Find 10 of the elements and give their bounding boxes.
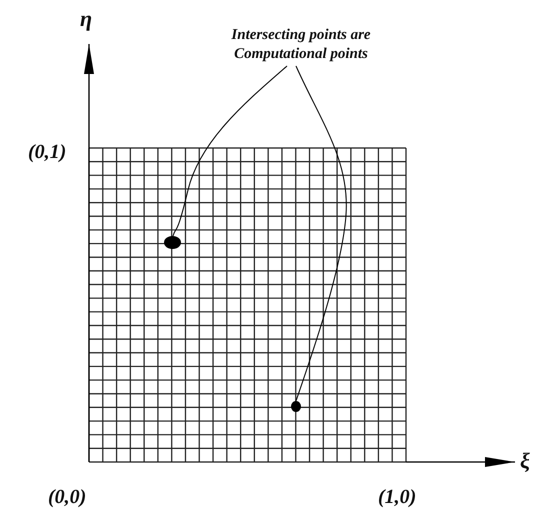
- grid-point-dot: [164, 236, 181, 249]
- grid-point-dot: [291, 401, 301, 412]
- coordinate-label: (0,0): [48, 487, 86, 507]
- leader-line: [172, 66, 288, 236]
- axis-label: η: [80, 8, 92, 30]
- coordinate-label: (1,0): [378, 487, 416, 507]
- axis-label: ξ: [520, 450, 530, 472]
- annotation-text: Intersecting points are Computational points: [196, 26, 406, 64]
- coordinate-label: (0,1): [28, 142, 66, 162]
- leader-line: [296, 66, 347, 402]
